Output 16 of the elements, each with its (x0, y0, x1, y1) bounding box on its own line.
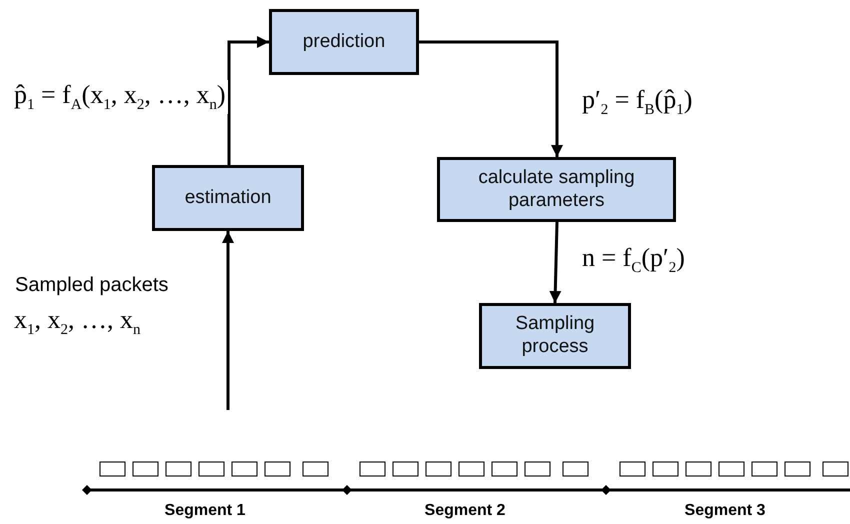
box-label: prediction (302, 30, 386, 54)
arrow (228, 36, 269, 165)
arrow (419, 40, 563, 157)
arrow (222, 231, 234, 410)
box-label: calculate sampling parameters (477, 166, 636, 212)
process-box (437, 157, 676, 222)
segment-label: Segment 1 (164, 502, 246, 520)
process-box (269, 9, 419, 75)
process-box (479, 303, 631, 369)
segment-label: Segment 3 (684, 502, 766, 520)
box-label: estimation (184, 186, 272, 210)
box-label: Sampling process (514, 313, 596, 359)
segment-label: Segment 2 (424, 502, 506, 520)
process-box (152, 165, 304, 231)
caption-text: Sampled packets (15, 274, 168, 297)
arrow (549, 222, 562, 304)
